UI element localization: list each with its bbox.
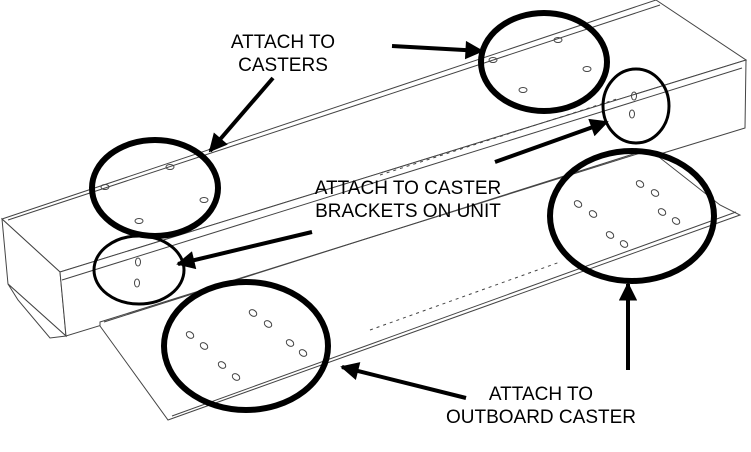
arrow-icon: [340, 362, 467, 400]
hole-circle-bottom-right: [547, 148, 717, 284]
arrow-icon: [176, 230, 313, 270]
slot-circle-right: [601, 67, 671, 145]
label-attach-to-caster-brackets-line2: BRACKETS ON UNIT: [315, 201, 501, 222]
beam-side-face: [59, 59, 747, 337]
label-attach-to-caster-brackets: ATTACH TO CASTER BRACKETS ON UNIT: [292, 177, 524, 223]
label-attach-to-casters-line2: CASTERS: [238, 55, 328, 76]
label-attach-to-caster-brackets-line1: ATTACH TO CASTER: [314, 178, 502, 199]
hole-circle-bottom-left: [161, 279, 331, 413]
arrow-icon: [494, 118, 609, 164]
beam-front-flange: [7, 283, 68, 339]
leader-arrows: [176, 40, 638, 400]
label-attach-to-outboard-caster-line1: ATTACH TO: [488, 384, 594, 405]
caster-bracket-drawing: [1, 0, 748, 421]
hole-circle-top-right: [478, 10, 610, 114]
arrow-icon: [391, 40, 484, 60]
label-attach-to-outboard-caster-line2: OUTBOARD CASTER: [445, 407, 637, 428]
hole-circle-top-left: [89, 137, 221, 239]
arrow-icon: [208, 76, 275, 153]
slot-circle-left: [92, 234, 186, 306]
label-attach-to-outboard-caster: ATTACH TO OUTBOARD CASTER: [426, 383, 656, 429]
label-attach-to-casters: ATTACH TO CASTERS: [222, 31, 344, 77]
label-attach-to-casters-line1: ATTACH TO: [230, 32, 336, 53]
